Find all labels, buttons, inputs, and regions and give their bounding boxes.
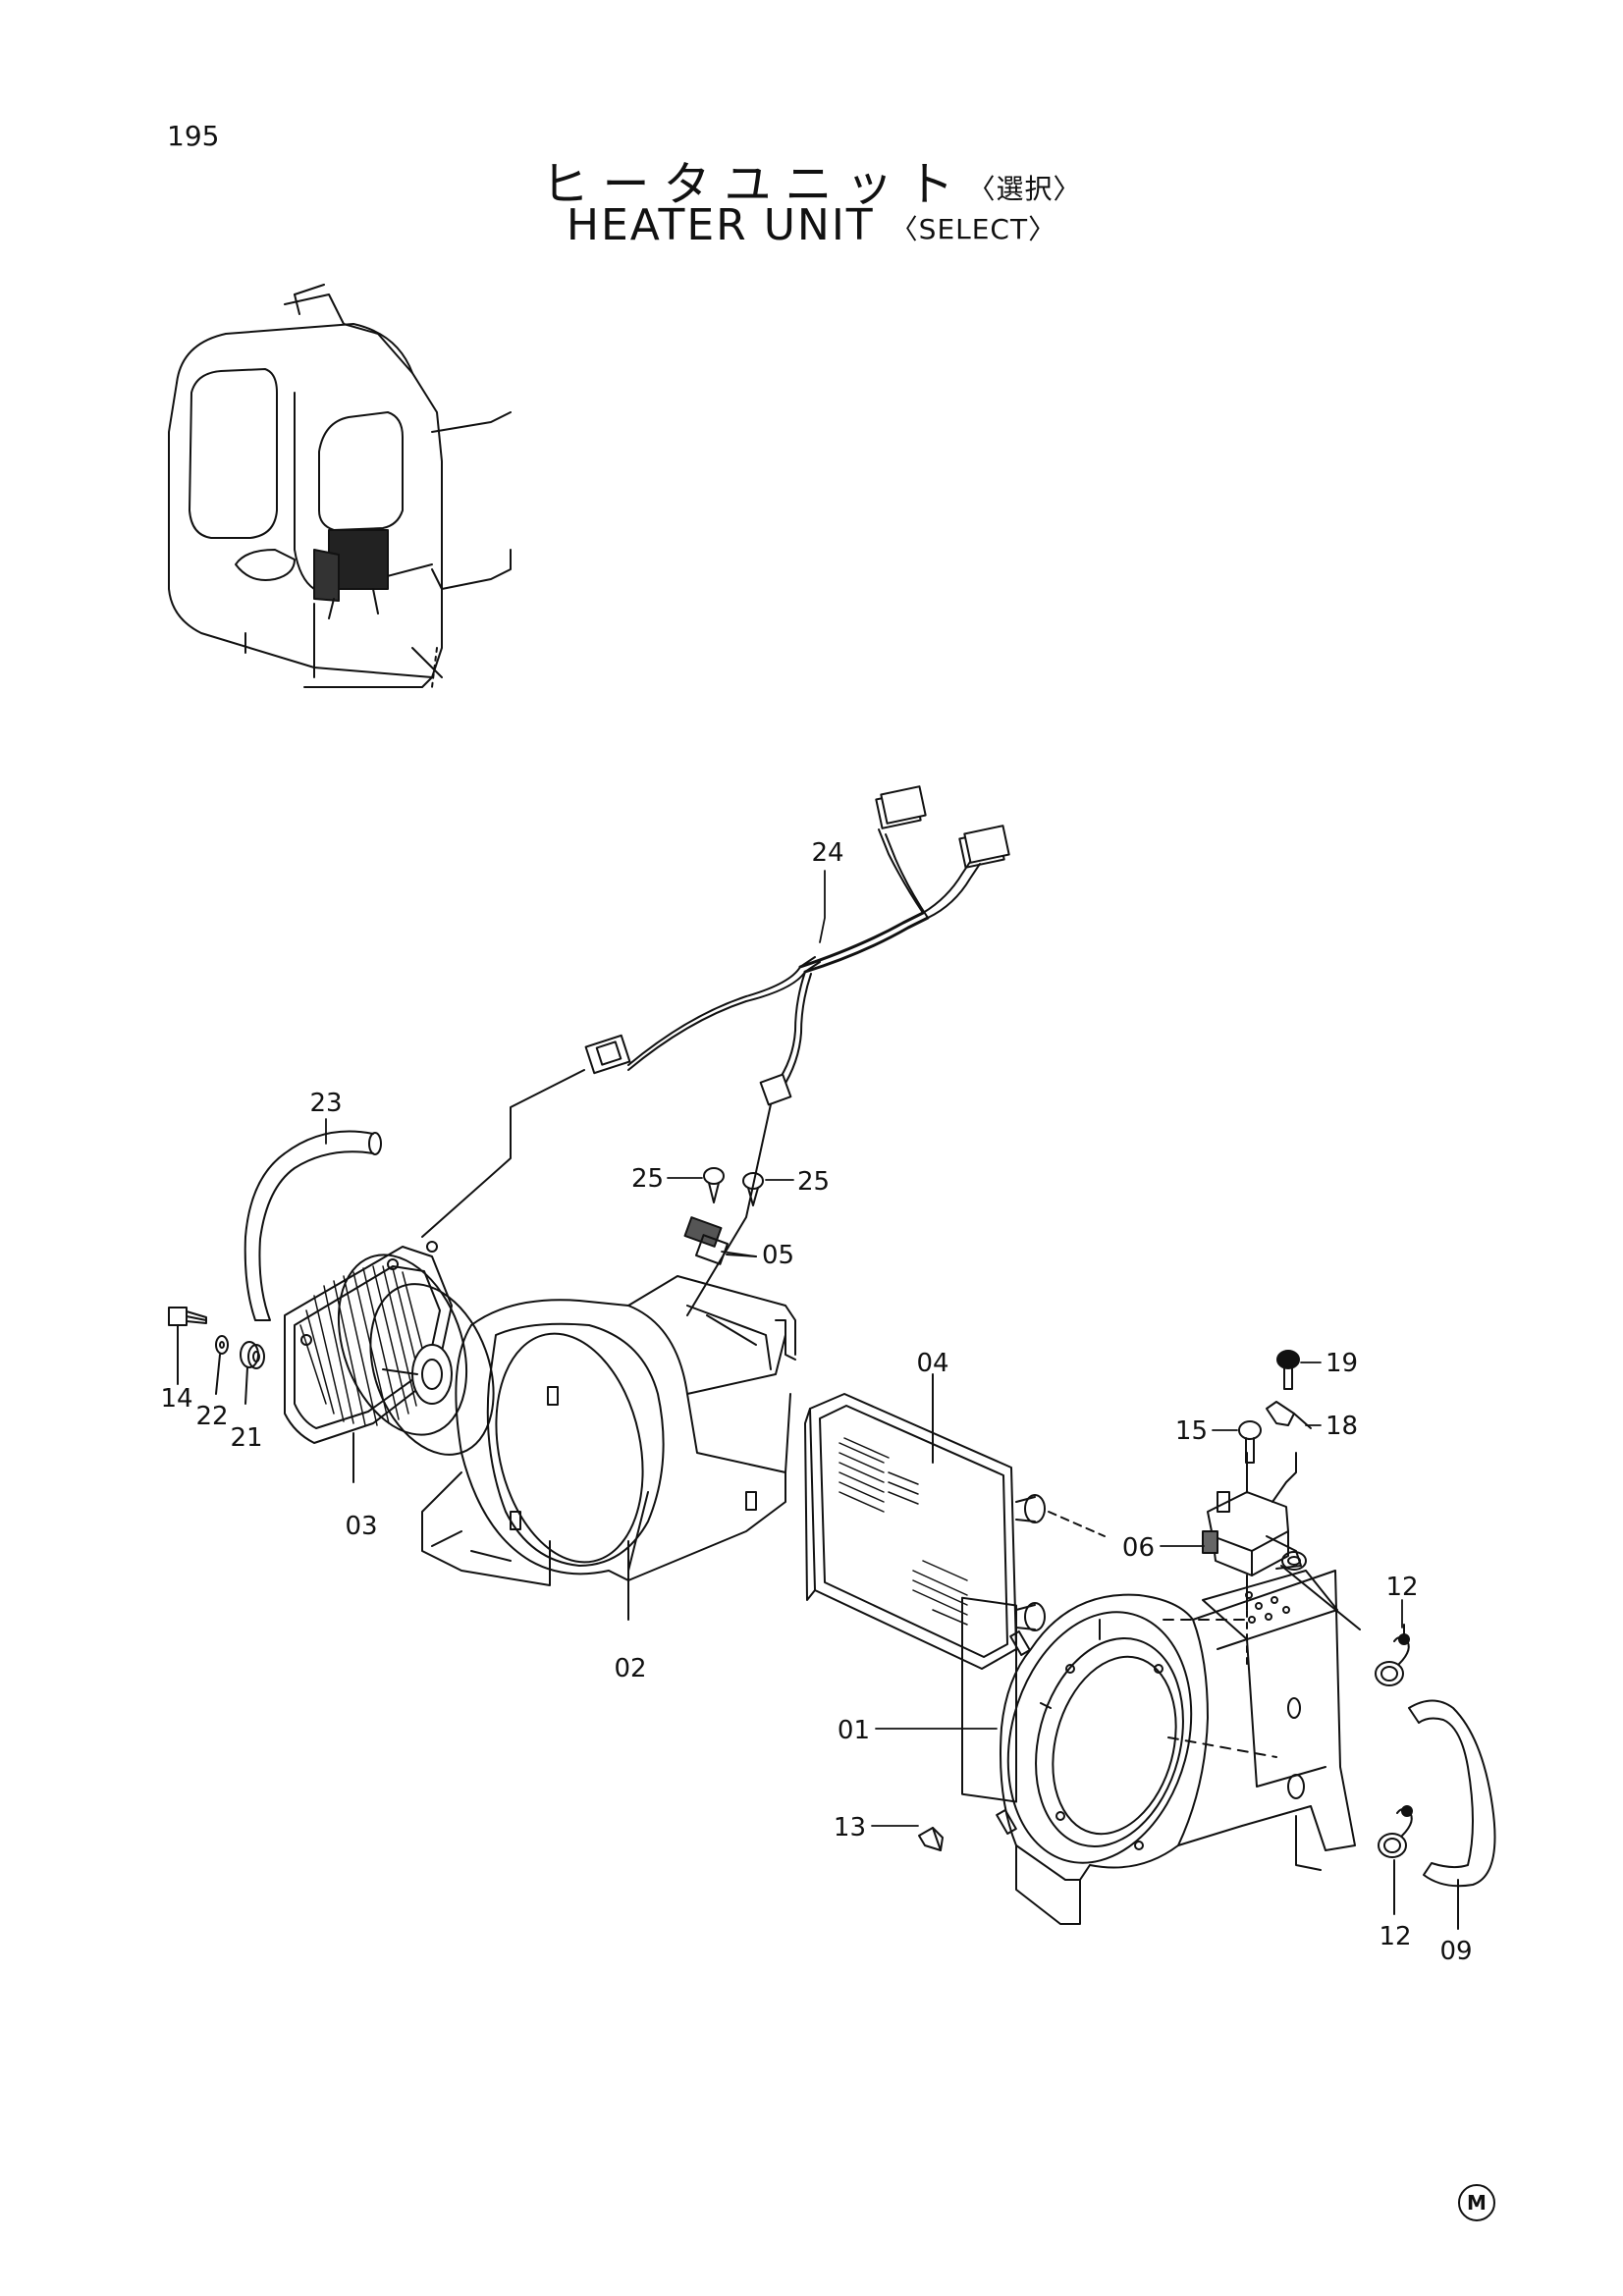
wire-harness-24: [584, 785, 1010, 1106]
callout-01: 01: [838, 1716, 870, 1745]
blower-case-02: [421, 1275, 796, 1621]
callout-09: 09: [1439, 1937, 1472, 1966]
screw-25: [703, 1167, 764, 1206]
cab-locator-illustration: [168, 284, 512, 688]
callout-02: 02: [614, 1654, 646, 1683]
callout-23: 23: [309, 1089, 342, 1118]
resistor-05: [683, 1216, 757, 1265]
page-number: 195: [167, 120, 220, 152]
washer-22: [215, 1335, 229, 1395]
bolt-15: [1238, 1420, 1262, 1464]
callout-19: 19: [1325, 1349, 1358, 1378]
bolt-14: [168, 1307, 207, 1385]
callout-21: 21: [230, 1423, 262, 1453]
bolt-19: [1276, 1350, 1300, 1390]
leader-lines: [325, 870, 1403, 1827]
callout-12-upper: 12: [1385, 1573, 1418, 1602]
title-japanese-sub: 〈選択〉: [967, 173, 1082, 205]
title-english-sub: 〈SELECT〉: [890, 213, 1057, 245]
callout-25-right: 25: [797, 1167, 830, 1197]
callout-15: 15: [1175, 1416, 1208, 1446]
hose-clamp-12: [1375, 1624, 1410, 1686]
hose-23: [243, 1130, 382, 1321]
callout-13: 13: [834, 1813, 866, 1842]
guide-line: [1048, 1511, 1106, 1537]
blower-motor-03: [284, 1241, 495, 1483]
heater-core-04: [804, 1373, 1046, 1803]
guide-line: [1163, 1619, 1277, 1758]
title-japanese: ヒータユニット〈選択〉: [0, 145, 1623, 214]
clip-13: [918, 1827, 944, 1851]
callout-03: 03: [345, 1512, 377, 1541]
title-english: HEATER UNIT 〈SELECT〉: [0, 200, 1623, 250]
callout-25-left: 25: [631, 1164, 664, 1194]
callout-18: 18: [1325, 1412, 1358, 1441]
heater-case-01: [996, 1570, 1356, 1925]
hose-09: [1408, 1699, 1496, 1930]
grommet-21: [240, 1341, 265, 1405]
guide-line: [686, 1103, 772, 1316]
title-japanese-main: ヒータユニット: [541, 157, 968, 212]
callout-24: 24: [811, 838, 843, 868]
corner-mark: M: [1458, 2184, 1495, 2221]
callout-05: 05: [762, 1241, 794, 1270]
valve-06: [1202, 1452, 1361, 1670]
guide-line: [421, 1069, 585, 1238]
title-english-main: HEATER UNIT: [566, 200, 875, 250]
callout-04: 04: [916, 1349, 948, 1378]
callout-14: 14: [160, 1384, 192, 1414]
callout-12-lower: 12: [1379, 1922, 1411, 1951]
callout-06: 06: [1122, 1533, 1155, 1563]
callout-22: 22: [195, 1402, 228, 1431]
clip-18: [1266, 1401, 1312, 1429]
hose-clamp-12-lower: [1378, 1805, 1413, 1915]
